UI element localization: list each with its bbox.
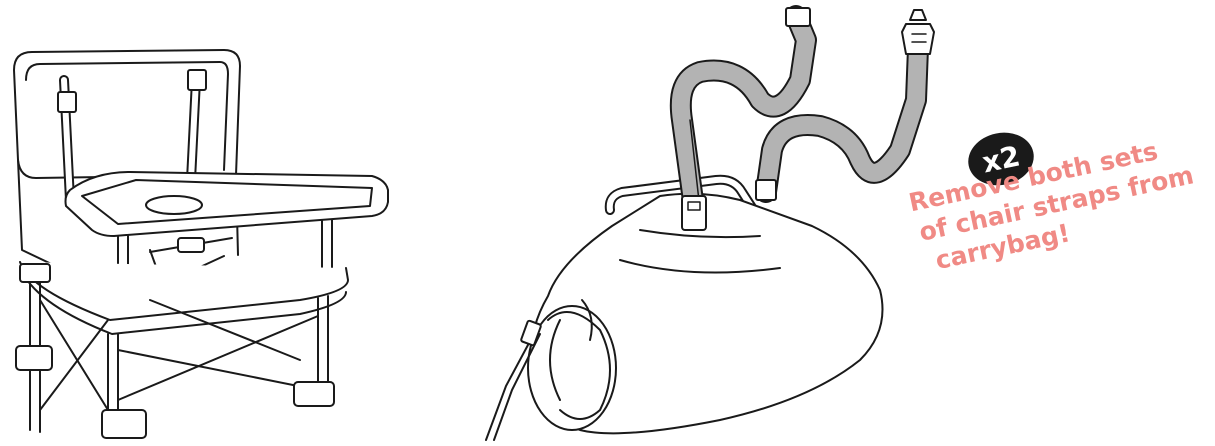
instruction-panel: x2 Remove both sets of chair straps from… [0,0,1215,446]
